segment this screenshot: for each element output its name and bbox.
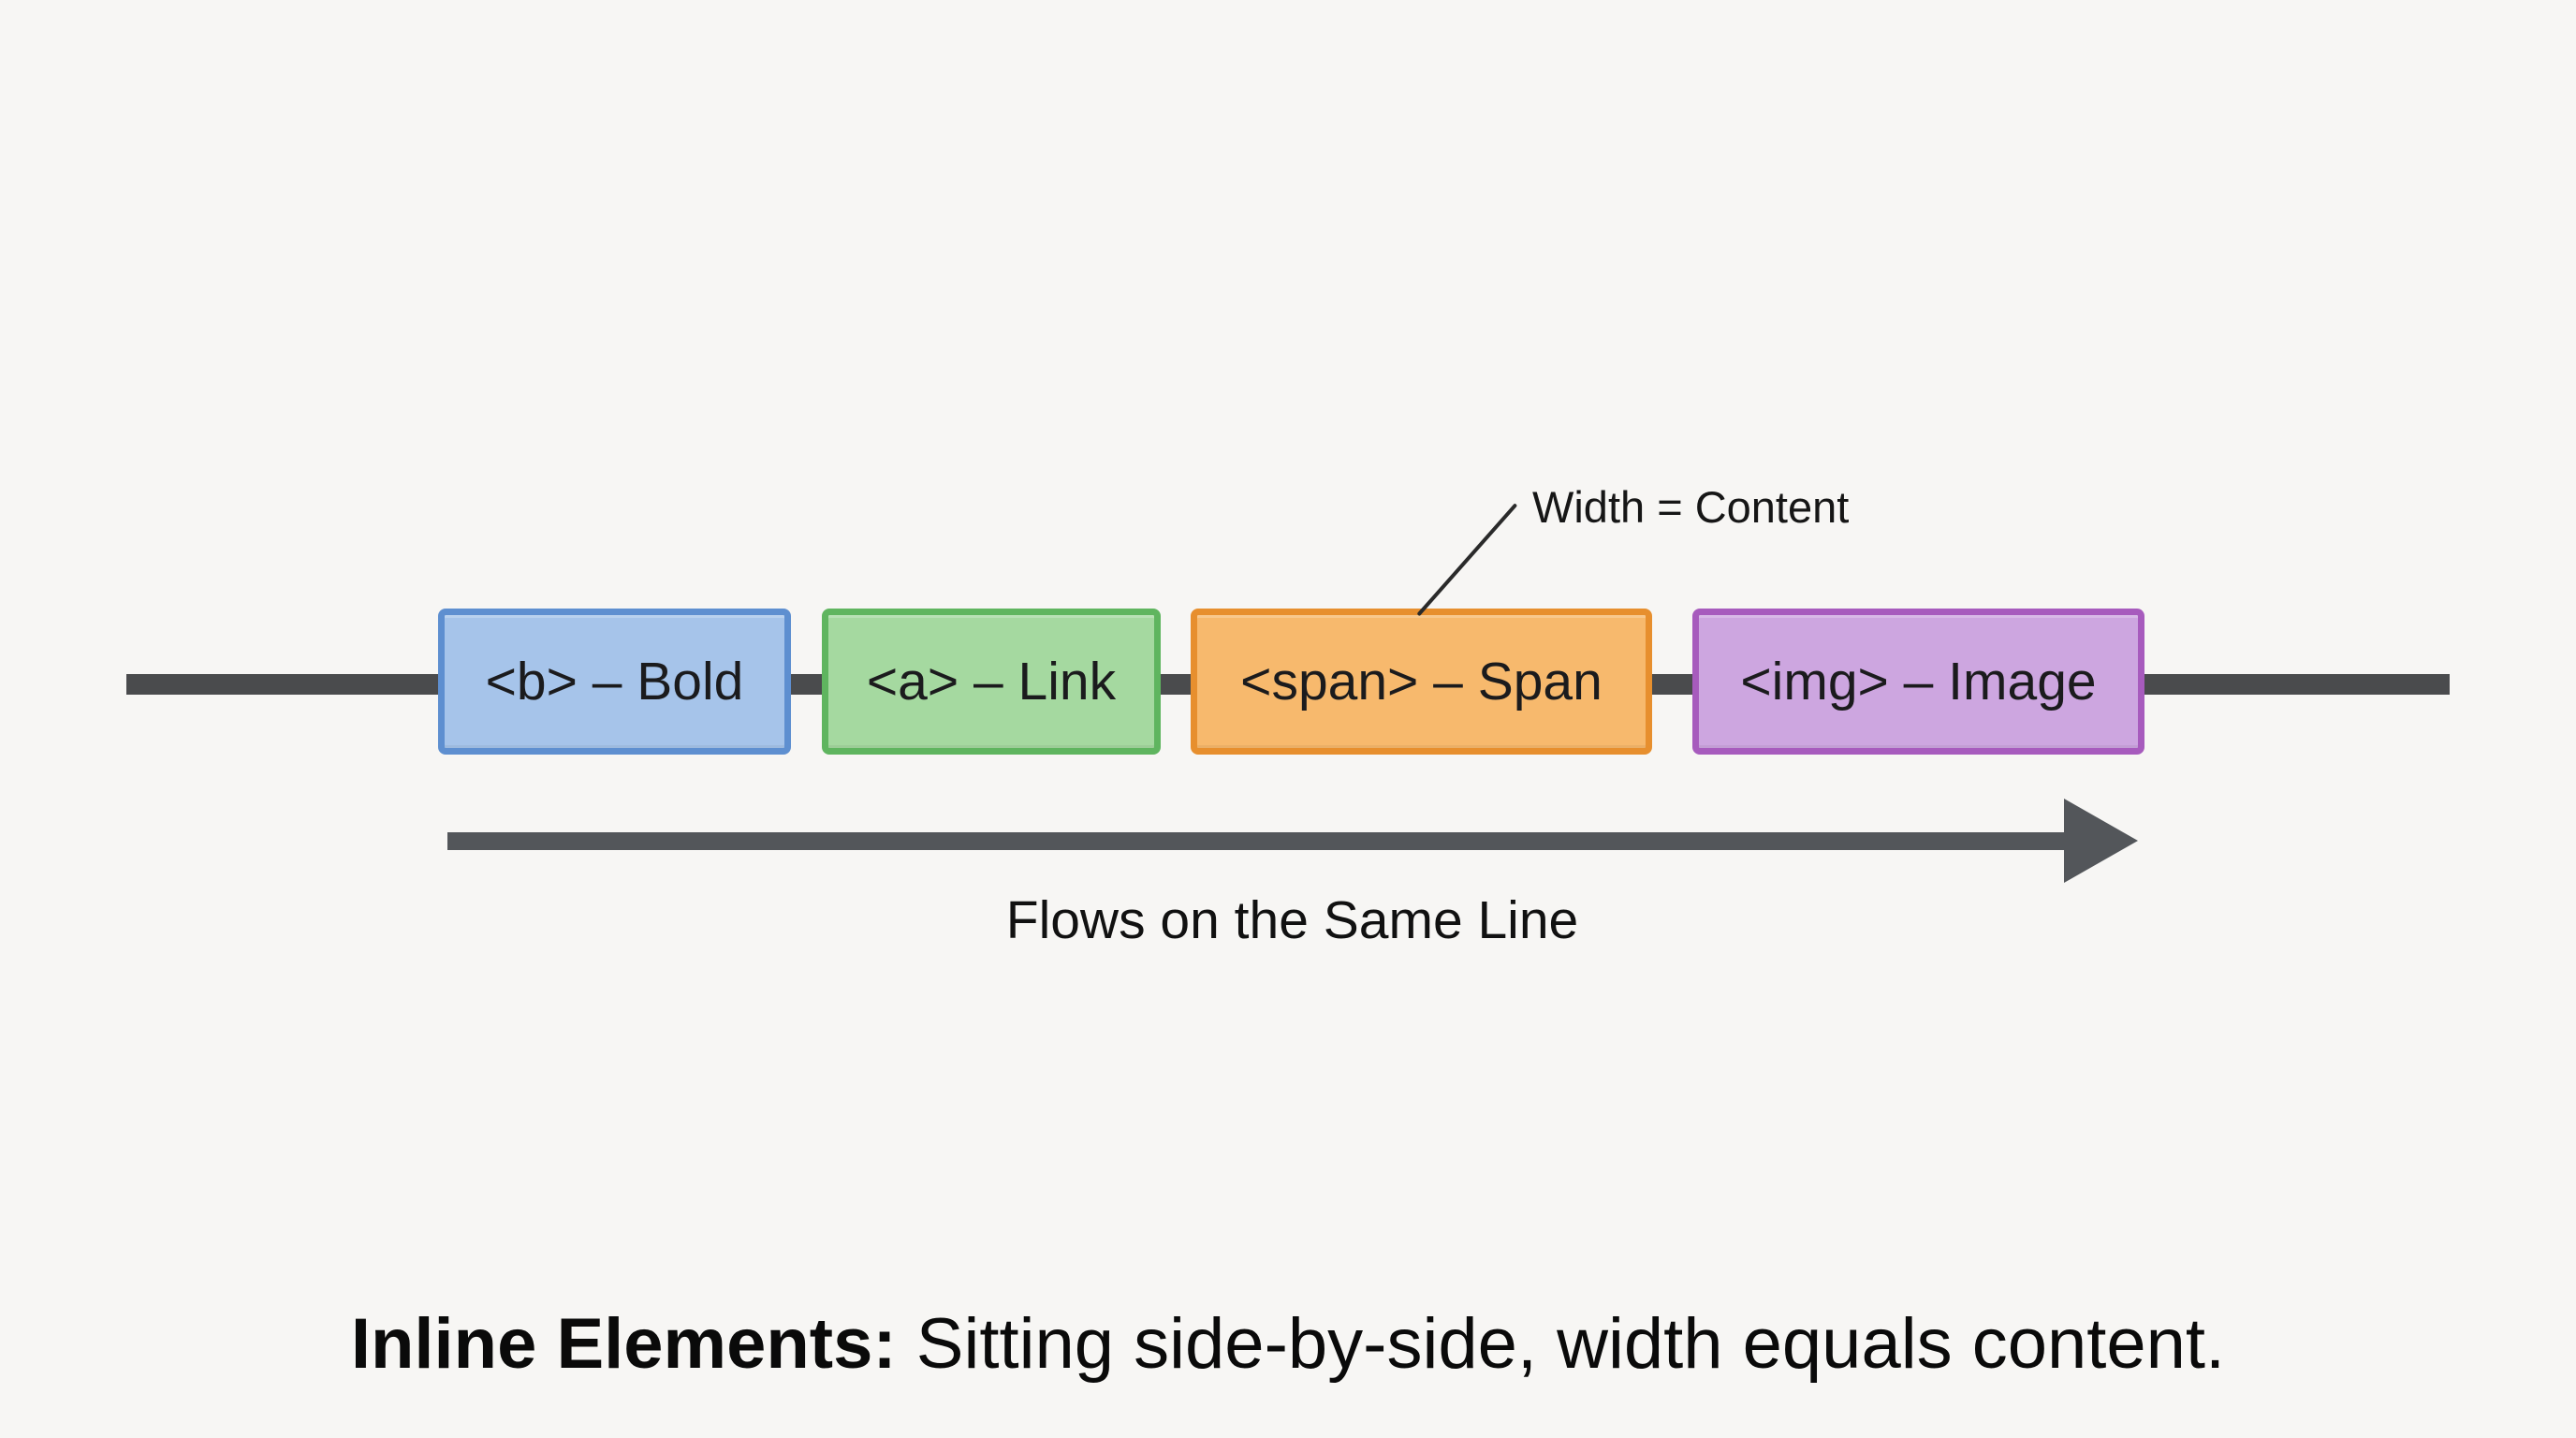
flow-arrow-label: Flows on the Same Line [1005, 890, 1579, 950]
caption-lead: Inline Elements: [350, 1304, 897, 1384]
inline-box-image: <img> – Image [1692, 609, 2144, 755]
inline-box-link: <a> – Link [822, 609, 1161, 755]
inline-box-span-label: <span> – Span [1240, 652, 1603, 712]
inline-box-bold: <b> – Bold [438, 609, 791, 755]
flow-arrow-shaft [447, 832, 2064, 850]
width-equals-content-label: Width = Content [1532, 482, 1850, 532]
inline-box-image-label: <img> – Image [1740, 652, 2097, 712]
inline-box-bold-label: <b> – Bold [485, 652, 744, 712]
annotation-pointer-line [1416, 503, 1518, 617]
inline-box-link-label: <a> – Link [866, 652, 1117, 712]
caption-rest: Sitting side-by-side, width equals conte… [896, 1304, 2226, 1384]
flow-arrow-head [2064, 799, 2138, 883]
caption: Inline Elements: Sitting side-by-side, w… [0, 1303, 2576, 1385]
inline-box-span: <span> – Span [1191, 609, 1652, 755]
